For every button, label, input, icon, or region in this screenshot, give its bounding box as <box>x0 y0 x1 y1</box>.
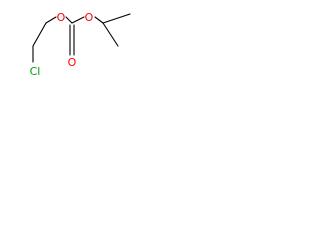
bond-o-isopropyl-ch <box>94 16 104 24</box>
atom-label-o-carbonyl: O <box>68 56 77 69</box>
bond-carbonyl-carbon-o-right <box>71 16 85 24</box>
atom-label-o-ester-right: O <box>85 11 94 24</box>
bond-ch2-ch2 <box>32 22 47 47</box>
bond-ch-methyl-right <box>102 13 131 24</box>
atom-labels: O O O Cl <box>30 11 94 78</box>
bond-lines <box>32 13 131 63</box>
bond-ch-methyl-down <box>102 22 119 47</box>
bond-o-ch2-upper <box>45 16 57 24</box>
atom-label-chlorine: Cl <box>30 65 41 78</box>
atom-label-o-ester-left: O <box>57 11 66 24</box>
chemical-structure: O O O Cl <box>30 11 131 78</box>
bond-o-carbonyl-carbon-left <box>65 16 73 24</box>
